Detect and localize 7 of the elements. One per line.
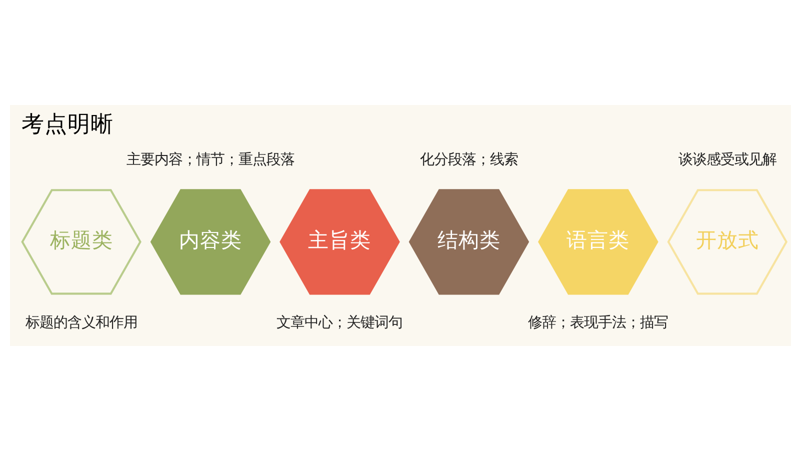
node-label: 化分段落；线索 bbox=[419, 152, 518, 168]
node-label: 修辞；表现手法；描写 bbox=[528, 314, 668, 331]
node-label: 文章中心；关键词句 bbox=[276, 314, 402, 331]
node-label: 谈谈感受或见解 bbox=[678, 152, 776, 168]
diagram-title: 考点明晰 bbox=[20, 110, 113, 137]
node-label: 主要内容；情节；重点段落 bbox=[126, 152, 294, 168]
node-label: 标题的含义和作用 bbox=[24, 314, 137, 331]
